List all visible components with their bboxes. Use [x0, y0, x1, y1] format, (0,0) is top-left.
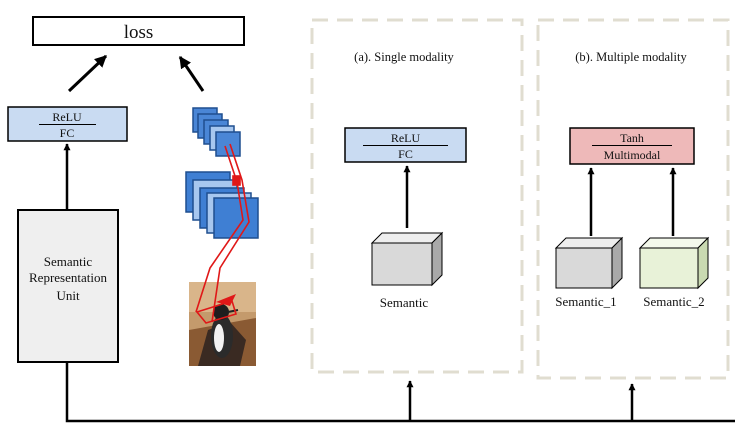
input-bus-line	[65, 362, 735, 423]
panel-b-semantic-1-cube	[554, 236, 624, 290]
panel-a-fc-label: FC	[398, 147, 413, 161]
arrow-cnn-to-loss	[178, 56, 205, 92]
panel-b-cube1-label: Semantic_1	[555, 294, 616, 309]
left-relu-label: ReLU	[52, 110, 82, 124]
sru-line-1: Semantic	[44, 254, 93, 269]
panel-b-title: (b). Multiple modality	[575, 50, 687, 64]
sru-line-2: Representation	[29, 270, 107, 285]
loss-box	[32, 16, 245, 46]
panel-b-multimodal-label: Multimodal	[604, 148, 661, 162]
panel-a-semantic-cube	[370, 231, 444, 287]
panel-b-cube2-label: Semantic_2	[643, 294, 704, 309]
arrow-fc-to-loss	[67, 54, 108, 93]
panel-a-title: (a). Single modality	[354, 50, 454, 64]
left-fc-label: FC	[60, 126, 75, 140]
conv-feature-maps-large	[185, 171, 259, 239]
sru-line-3: Unit	[56, 288, 80, 303]
panel-a-frame	[310, 18, 524, 374]
panel-a-relu-label: ReLU	[391, 131, 421, 145]
panel-b-frame	[536, 18, 730, 380]
semantic-representation-unit	[17, 209, 119, 363]
receptive-field-lines	[195, 143, 250, 324]
loss-label: loss	[124, 22, 154, 43]
panel-a-cube-label: Semantic	[380, 295, 429, 310]
panel-b-semantic-2-cube	[638, 236, 710, 290]
conv-feature-maps-small	[192, 107, 241, 157]
panel-b-tanh-label: Tanh	[620, 131, 644, 145]
woodpecker-image	[189, 282, 256, 366]
